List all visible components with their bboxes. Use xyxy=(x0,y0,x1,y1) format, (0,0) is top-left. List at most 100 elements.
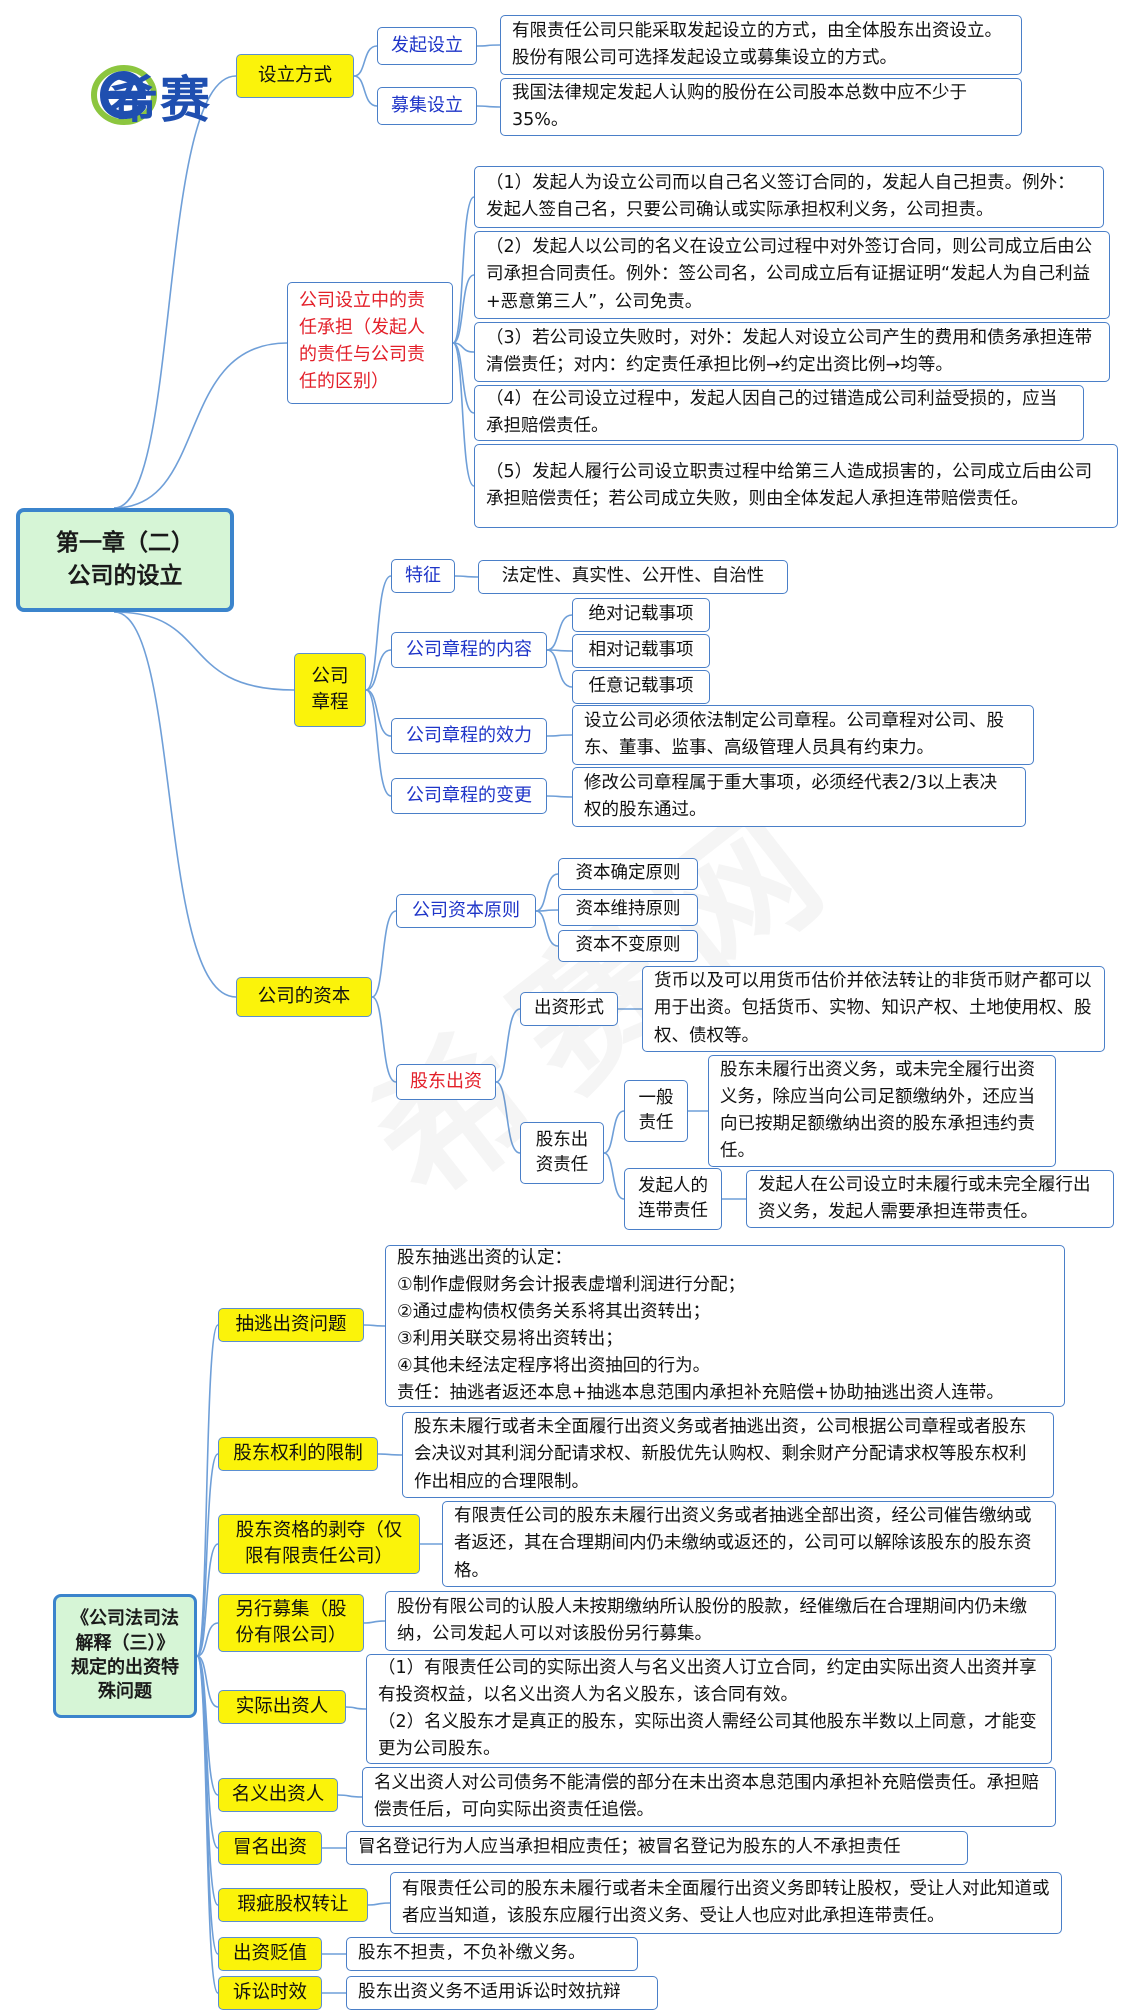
liability-item: （5）发起人履行公司设立职责过程中给第三人造成损害的，公司成立后由公司承担赔偿责… xyxy=(474,444,1118,528)
liability-item: （4）在公司设立过程中，发起人因自己的过错造成公司利益受损的，应当承担赔偿责任。 xyxy=(474,385,1084,441)
setup-liability-node: 公司设立中的责任承担（发起人的责任与公司责任的区别） xyxy=(287,282,453,404)
charter-content-item: 任意记载事项 xyxy=(572,670,710,704)
connector-line xyxy=(546,649,573,688)
connector-line xyxy=(196,1655,219,1955)
connector-line xyxy=(603,1152,625,1200)
connector-line xyxy=(546,795,573,798)
judicial-item-desc: 股东抽逃出资的认定： ①制作虚假财务会计报表虚增利润进行分配； ②通过虚构债权债… xyxy=(385,1245,1065,1407)
connector-line xyxy=(546,614,573,651)
connector-line xyxy=(353,75,378,107)
judicial-item-desc: 名义出资人对公司债务不能清偿的部分在未出资本息范围内承担补充赔偿责任。承担赔偿责… xyxy=(362,1767,1056,1827)
charter-change-desc: 修改公司章程属于重大事项，必须经代表2/3以上表决权的股东通过。 xyxy=(572,767,1026,827)
connector-line xyxy=(196,1655,219,1994)
judicial-item-label: 冒名出资 xyxy=(218,1831,322,1865)
judicial-item-desc: （1）有限责任公司的实际出资人与名义出资人订立合同，约定由实际出资人出资并享有投… xyxy=(366,1654,1052,1764)
brand-logo-text: 希赛 xyxy=(108,70,212,129)
connector-line xyxy=(114,75,237,509)
connector-line xyxy=(452,342,475,414)
connector-line xyxy=(345,1706,367,1710)
judicial-item-desc: 有限责任公司的股东未履行出资义务或者抽逃全部出资，经公司催告缴纳或者返还，其在合… xyxy=(442,1501,1056,1587)
contribution-form-desc: 货币以及可以用货币估价并依法转让的非货币财产都可以用于出资。包括货币、实物、知识… xyxy=(642,966,1105,1052)
joint-liability-desc: 发起人在公司设立时未履行或未完全履行出资义务，发起人需要承担连带责任。 xyxy=(746,1170,1114,1228)
capital-principle-item: 资本不变原则 xyxy=(558,930,698,962)
connector-line xyxy=(452,274,475,344)
promoter-setup-node: 发起设立 xyxy=(377,27,477,65)
connector-line xyxy=(452,342,475,487)
shareholder-contribution-node: 股东出资 xyxy=(396,1064,496,1100)
promoter-setup-desc: 有限责任公司只能采取发起设立的方式，由全体股东出资设立。 股份有限公司可选择发起… xyxy=(500,15,1022,75)
setup-method-node: 设立方式 xyxy=(236,54,354,98)
judicial-item-label: 抽逃出资问题 xyxy=(218,1308,364,1342)
connector-line xyxy=(337,1794,363,1798)
judicial-item-desc: 股东出资义务不适用诉讼时效抗辩 xyxy=(346,1976,658,2010)
connector-line xyxy=(114,611,237,998)
connector-line xyxy=(495,1081,521,1154)
contribution-form-node: 出资形式 xyxy=(520,992,618,1026)
contribution-duty-node: 股东出 资责任 xyxy=(520,1122,604,1184)
liability-item: （3）若公司设立失败时，对外：发起人对设立公司产生的费用和债务承担连带清偿责任；… xyxy=(474,322,1110,382)
judicial-item-desc: 股份有限公司的认股人未按期缴纳所认股份的股款，经催缴后在合理期间内仍未缴纳，公司… xyxy=(385,1591,1056,1651)
e-circle-logo-icon xyxy=(91,65,157,125)
connector-line xyxy=(365,649,392,691)
raise-setup-desc: 我国法律规定发起人认购的股份在公司股本总数中应不少于35%。 xyxy=(500,78,1022,136)
connector-line xyxy=(603,1110,625,1154)
connector-line xyxy=(377,1453,403,1456)
judicial-item-label: 名义出资人 xyxy=(218,1778,338,1812)
connector-line xyxy=(495,1008,521,1083)
general-liability-node: 一般 责任 xyxy=(624,1080,688,1142)
capital-principle-item: 资本维持原则 xyxy=(558,894,698,926)
connector-line xyxy=(535,910,559,947)
connector-line xyxy=(365,689,392,737)
connector-line xyxy=(196,1655,219,1708)
judicial-item-label: 另行募集（股份有限公司） xyxy=(218,1594,364,1652)
chapter-title: 第一章（二） 公司的设立 xyxy=(16,508,234,612)
connector-line xyxy=(367,1902,391,1906)
connector-line xyxy=(363,1324,386,1327)
joint-liability-node: 发起人的 连带责任 xyxy=(624,1168,722,1230)
judicial-item-desc: 有限责任公司的股东未履行或者未全面履行出资义务即转让股权，受让人对此知道或者应当… xyxy=(390,1872,1062,1934)
connector-line xyxy=(371,910,397,998)
charter-feature-node: 特征 xyxy=(391,559,455,593)
connector-line xyxy=(371,996,397,1083)
connector-line xyxy=(476,44,501,47)
connector-line xyxy=(454,575,479,578)
charter-effect-desc: 设立公司必须依法制定公司章程。公司章程对公司、股东、董事、监事、高级管理人员具有… xyxy=(572,705,1034,765)
judicial-item-desc: 股东不担责，不负补缴义务。 xyxy=(346,1937,638,1971)
capital-node: 公司的资本 xyxy=(236,977,372,1017)
connector-line xyxy=(114,342,288,509)
liability-item: （1）发起人为设立公司而以自己名义签订合同的，发起人自己担责。例外：发起人签自己… xyxy=(474,166,1104,228)
judicial-item-desc: 冒名登记行为人应当承担相应责任；被冒名登记为股东的人不承担责任 xyxy=(346,1831,968,1865)
connector-line xyxy=(196,1453,219,1657)
connector-line xyxy=(196,1324,219,1657)
raise-setup-node: 募集设立 xyxy=(377,87,477,125)
connector-line xyxy=(365,689,392,797)
connector-line xyxy=(365,575,392,691)
connector-line xyxy=(353,45,378,77)
connector-line xyxy=(196,1543,219,1657)
judicial-item-label: 瑕疵股权转让 xyxy=(218,1888,368,1922)
connector-line xyxy=(452,196,475,344)
general-liability-desc: 股东未履行出资义务，或未完全履行出资义务，除应当向公司足额缴纳外，还应当向已按期… xyxy=(708,1055,1056,1167)
charter-node: 公司 章程 xyxy=(294,653,366,727)
judicial-item-label: 股东资格的剥夺（仅限有限责任公司） xyxy=(218,1514,420,1574)
liability-item: （2）发起人以公司的名义在设立公司过程中对外签订合同，则公司成立后由公司承担合同… xyxy=(474,231,1110,319)
connector-line xyxy=(196,1622,219,1657)
connector-line xyxy=(535,873,559,912)
charter-content-item: 绝对记载事项 xyxy=(572,598,710,632)
judicial-item-desc: 股东未履行或者未全面履行出资义务或者抽逃出资，公司根据公司章程或者股东会决议对其… xyxy=(402,1412,1054,1498)
charter-content-node: 公司章程的内容 xyxy=(391,632,547,668)
judicial-item-label: 实际出资人 xyxy=(218,1690,346,1724)
connector-line xyxy=(363,1620,386,1624)
capital-principle-node: 公司资本原则 xyxy=(396,894,536,928)
judicial-item-label: 股东权利的限制 xyxy=(218,1437,378,1471)
judicial-interpretation-title: 《公司法司法解释（三）》规定的出资特殊问题 xyxy=(53,1594,197,1718)
charter-content-item: 相对记载事项 xyxy=(572,634,710,668)
judicial-item-label: 出资贬值 xyxy=(218,1937,322,1971)
capital-principle-item: 资本确定原则 xyxy=(558,858,698,890)
connector-line xyxy=(114,611,295,691)
judicial-item-label: 诉讼时效 xyxy=(218,1976,322,2010)
connector-line xyxy=(546,734,573,737)
charter-change-node: 公司章程的变更 xyxy=(391,778,547,814)
